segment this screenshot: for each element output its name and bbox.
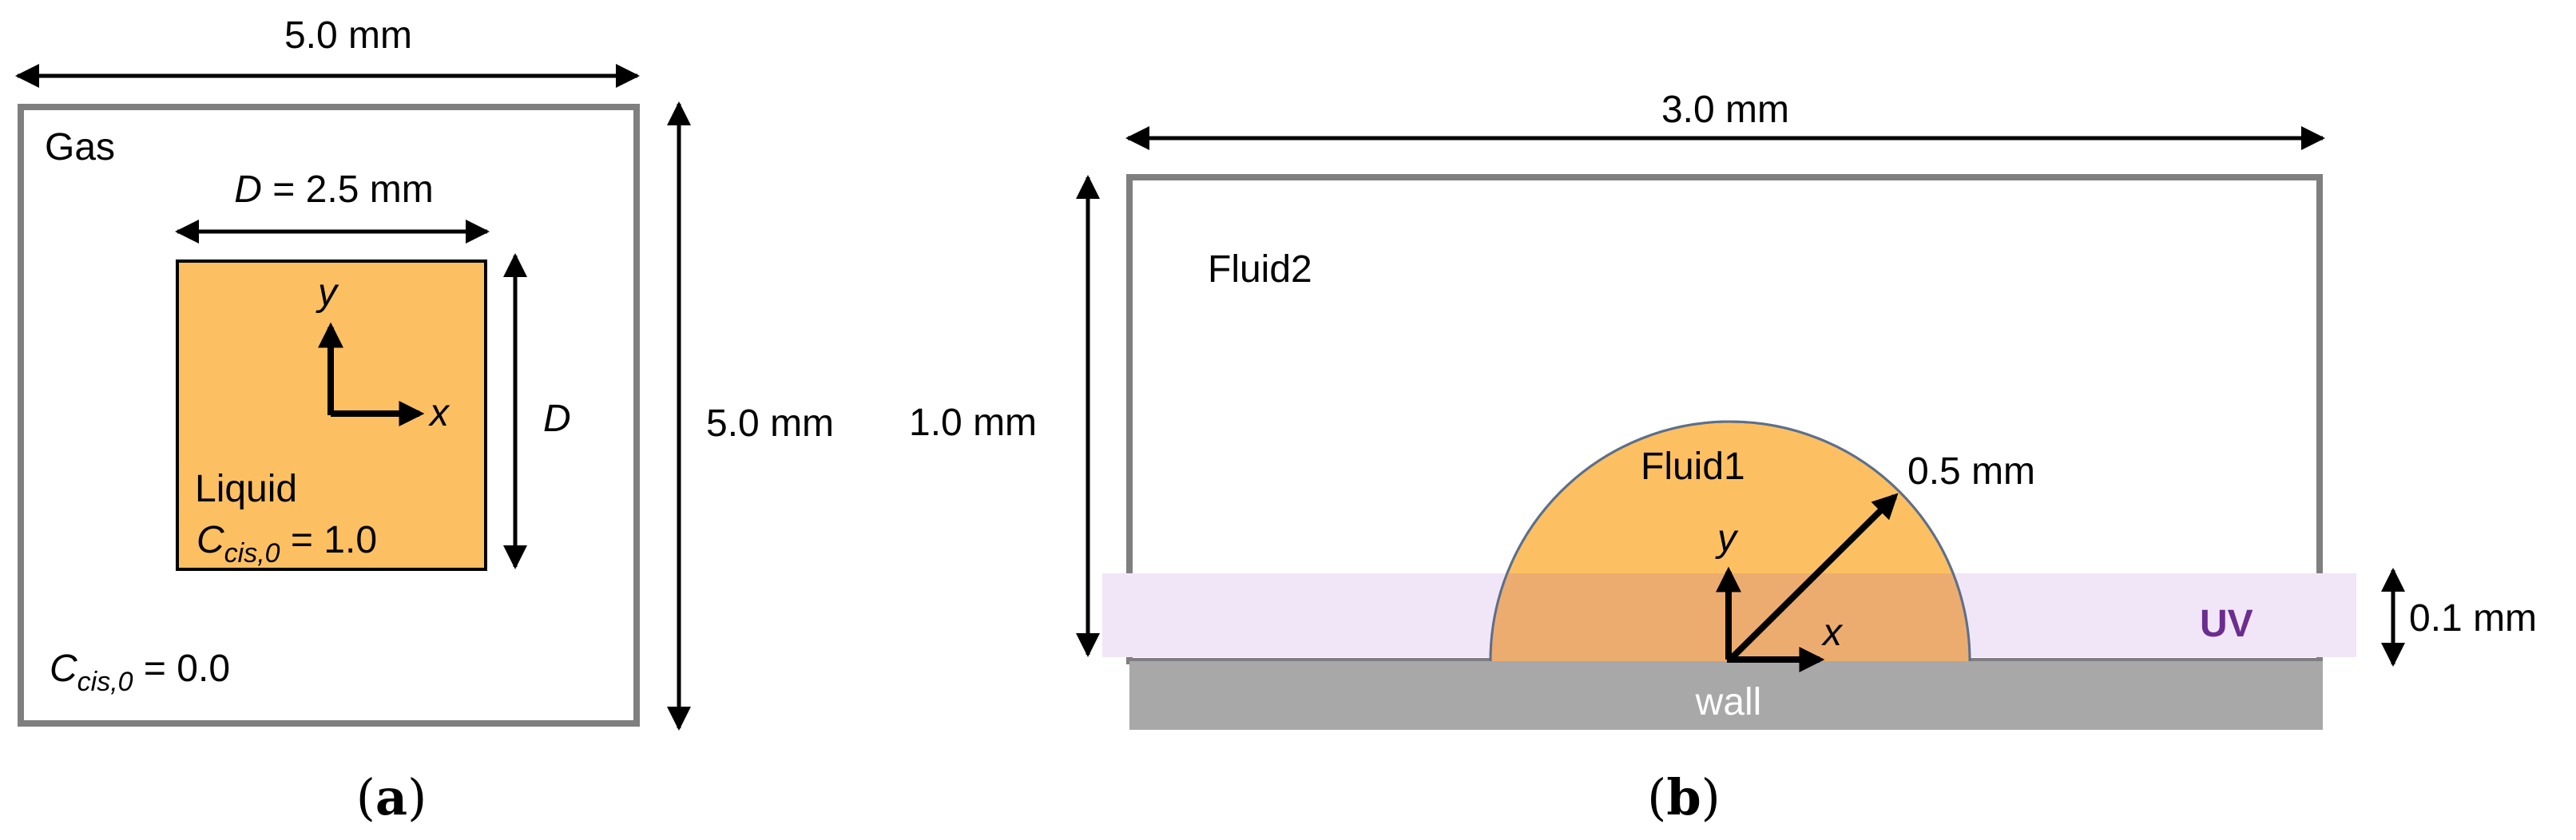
- domain-height-label: 5.0 mm: [706, 402, 834, 445]
- uv-thickness-label: 0.1 mm: [2409, 597, 2537, 640]
- gas-concentration: Ccis,0 = 0.0: [50, 648, 230, 697]
- panel-b: 3.0 mm Fluid2 wall 1.0 mm Fluid1 0.5 mm …: [909, 89, 2537, 826]
- uv-label: UV: [2200, 603, 2253, 645]
- liquid-concentration: Ccis,0 = 1.0: [196, 519, 377, 569]
- gas-label: Gas: [45, 126, 115, 168]
- droplet-outline: [1489, 420, 1971, 662]
- axis-y-label: y: [316, 271, 339, 314]
- square-height-label: D: [543, 398, 571, 440]
- domain-width-label: 5.0 mm: [284, 14, 412, 57]
- wall-label: wall: [1695, 681, 1762, 723]
- panel-a: 5.0 mm Gas D = 2.5 mm y x Liquid Ccis,0 …: [14, 14, 834, 826]
- wall: [1129, 661, 2323, 730]
- axis-x-label-b: x: [1821, 612, 1844, 654]
- axis-x-label: x: [428, 392, 451, 434]
- domain-width-label-b: 3.0 mm: [1661, 89, 1789, 131]
- axis-y-label-b: y: [1715, 517, 1739, 560]
- domain-height-label-b: 1.0 mm: [909, 402, 1037, 444]
- radius-label: 0.5 mm: [1907, 450, 2035, 493]
- radius-arrow: [1728, 493, 1899, 662]
- fluid2-label: Fluid2: [1208, 248, 1312, 291]
- liquid-label: Liquid: [195, 468, 297, 510]
- caption-b: (b): [1647, 768, 1721, 826]
- square-width-label: D = 2.5 mm: [234, 168, 433, 211]
- fluid1-label: Fluid1: [1641, 446, 1745, 488]
- caption-a: (a): [356, 768, 427, 826]
